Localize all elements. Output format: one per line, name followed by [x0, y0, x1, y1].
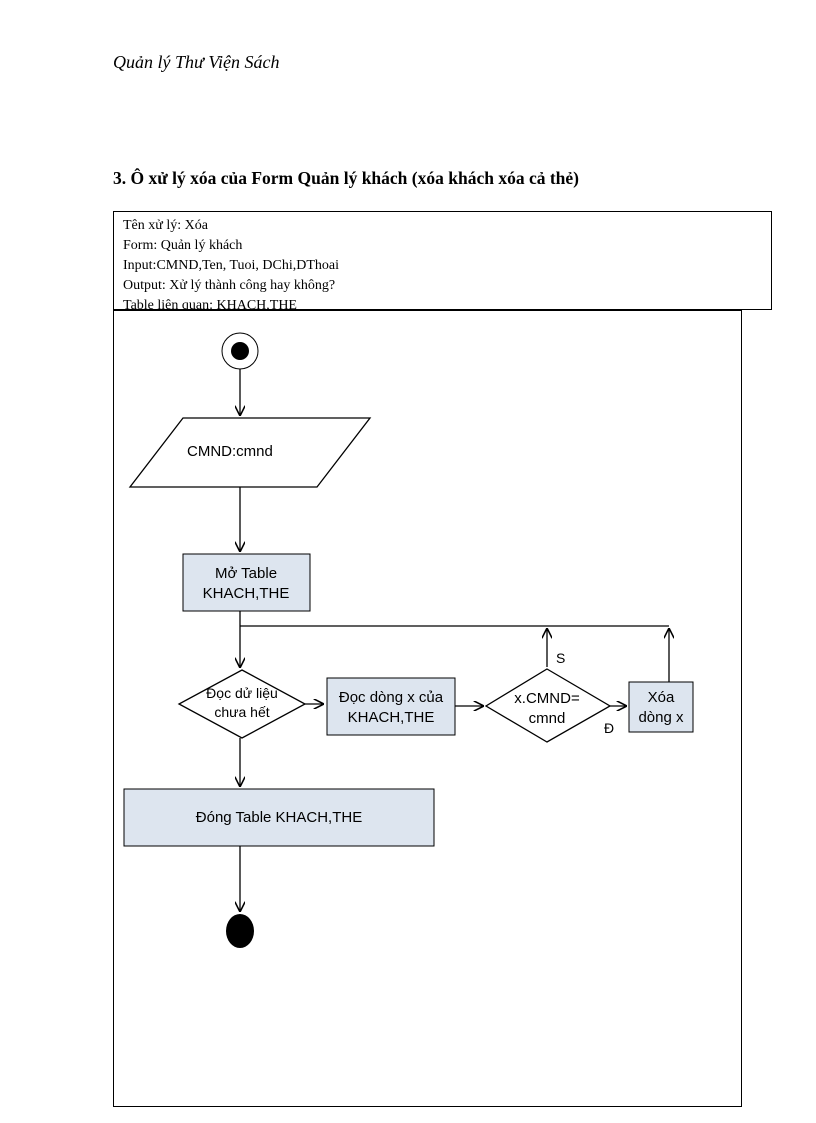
- info-line-tables: Table liên quan: KHACH,THE: [123, 298, 297, 310]
- read-row-label-2: KHACH,THE: [348, 709, 435, 726]
- open-table-label-2: KHACH,THE: [203, 585, 290, 602]
- info-line-input: Input:CMND,Ten, Tuoi, DChi,DThoai: [123, 258, 340, 273]
- close-table-box: [123, 788, 435, 847]
- compare-diamond: [484, 668, 612, 743]
- process-info-box: Tên xử lý: Xóa Form: Quản lý khách Input…: [113, 211, 772, 310]
- delete-row-label-1: Xóa: [648, 689, 675, 706]
- open-table-box: [182, 553, 311, 612]
- flowchart-frame: [113, 310, 742, 1107]
- loop-condition-diamond: [177, 669, 307, 739]
- compare-label-1: x.CMND=: [514, 690, 580, 707]
- info-line-form: Form: Quản lý khách: [123, 238, 243, 253]
- delete-row-box: [628, 681, 694, 733]
- info-line-process-name: Tên xử lý: Xóa: [123, 218, 208, 233]
- compare-label-2: cmnd: [529, 710, 566, 727]
- close-table-label: Đóng Table KHACH,THE: [196, 809, 362, 826]
- read-row-label-1: Đọc dòng x của: [339, 689, 444, 706]
- page-header: Quản lý Thư Viện Sách: [113, 52, 280, 72]
- loop-condition-label-1: Đọc dử liệu: [206, 685, 278, 701]
- open-table-label-1: Mở Table: [215, 565, 277, 582]
- section-heading: 3. Ô xử lý xóa của Form Quản lý khách (x…: [113, 168, 580, 188]
- delete-row-label-2: dòng x: [638, 709, 684, 726]
- loop-condition-label-2: chưa hết: [214, 704, 269, 720]
- read-row-box: [326, 677, 456, 736]
- info-line-output: Output: Xử lý thành công hay không?: [123, 278, 336, 293]
- input-label: CMND:cmnd: [187, 443, 273, 460]
- branch-true-label: Đ: [604, 720, 614, 736]
- end-node: [226, 914, 254, 948]
- start-node: [221, 332, 259, 370]
- branch-false-label: S: [556, 650, 565, 666]
- input-shape: [128, 417, 372, 488]
